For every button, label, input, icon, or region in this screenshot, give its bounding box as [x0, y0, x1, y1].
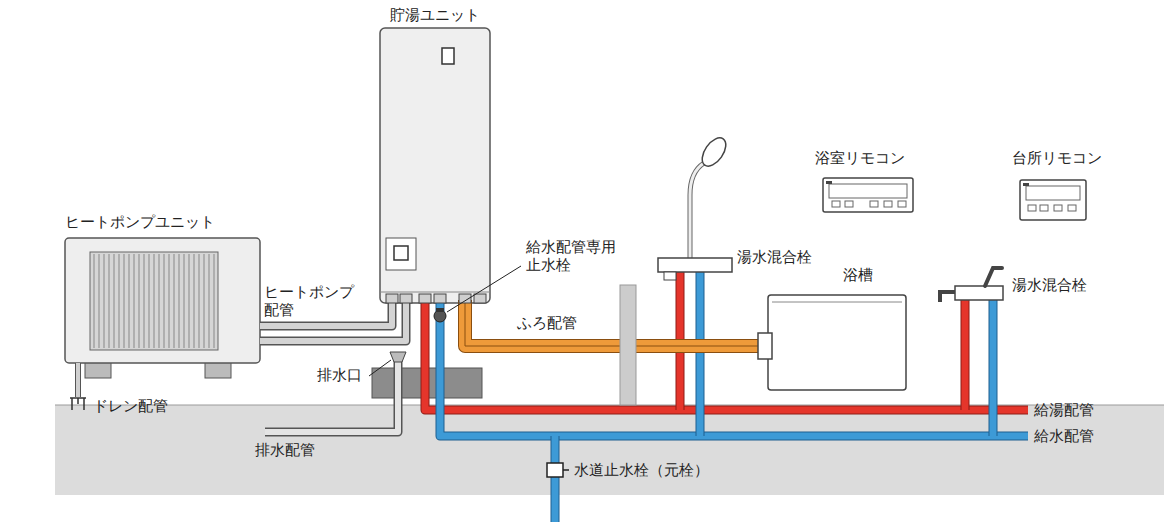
- part-label: 水道止水栓（元栓）: [574, 461, 709, 479]
- part-label: ふろ配管: [517, 314, 577, 332]
- part-label: 給水配管専用 止水栓: [526, 238, 631, 274]
- part-label: 貯湯ユニット: [390, 6, 480, 24]
- part-label: 給水配管: [1034, 427, 1094, 445]
- part-label: 排水口: [317, 366, 362, 384]
- part-label: 台所リモコン: [1012, 149, 1102, 167]
- part-label: ヒートポンプ 配管: [264, 283, 369, 319]
- part-label: 湯水混合栓: [737, 248, 812, 266]
- part-label: 湯水混合栓: [1012, 276, 1087, 294]
- part-label: 浴槽: [843, 266, 873, 284]
- part-label: 給湯配管: [1034, 401, 1094, 419]
- part-label: 排水配管: [255, 441, 315, 459]
- part-label: ヒートポンプユニット: [65, 213, 215, 231]
- part-label: 浴室リモコン: [815, 149, 905, 167]
- part-label: ドレン配管: [93, 397, 168, 415]
